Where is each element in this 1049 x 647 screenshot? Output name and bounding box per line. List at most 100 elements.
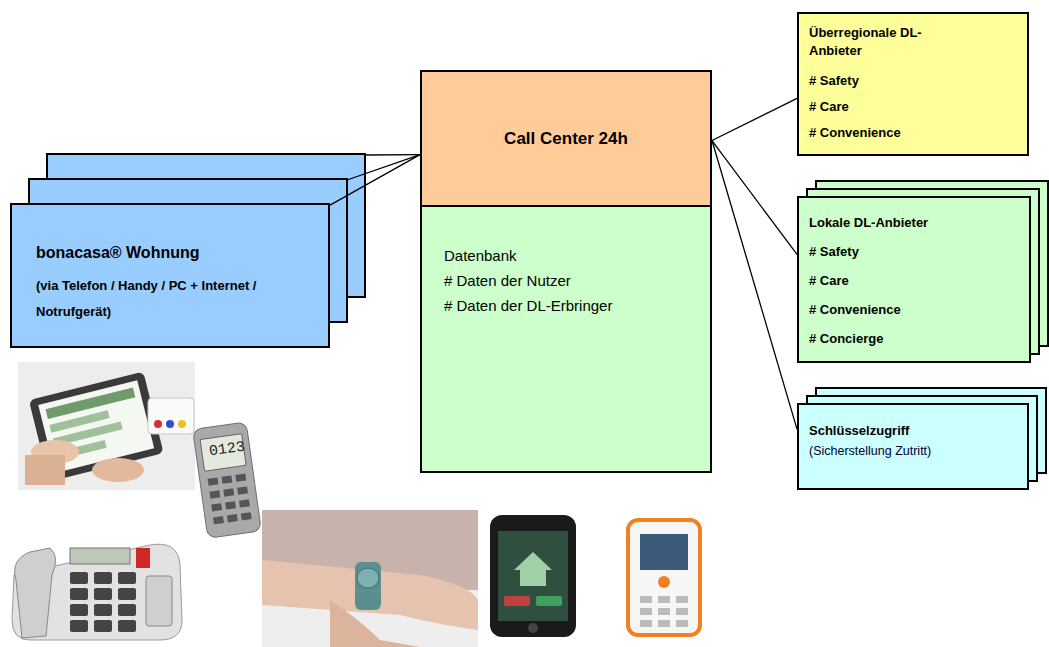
service-box: bonacasa® Wohnung (via Telefon / Handy / … (10, 203, 330, 348)
box-section: Lokale DL-Anbieter# Safety# Care# Conven… (799, 198, 1029, 361)
illustration-part (262, 510, 478, 647)
illustration-part (528, 623, 538, 633)
illustration-part (193, 422, 262, 538)
connector-line (712, 141, 797, 255)
illustration-part (200, 434, 246, 472)
smartphone (490, 515, 576, 637)
illustration-part (118, 620, 136, 632)
connector-line (365, 154, 420, 156)
box-text: Datenbank (444, 243, 698, 268)
illustration-part (70, 572, 88, 584)
service-box: Call Center 24hDatenbank# Daten der Nutz… (420, 70, 712, 473)
box-section: Schlüsselzugriff(Sicherstellung Zutritt) (799, 405, 1027, 469)
illustration-part (262, 560, 478, 630)
illustration-part (658, 608, 670, 615)
illustration-part (355, 562, 381, 610)
connector-line (330, 155, 420, 206)
illustration-part (640, 534, 688, 570)
box-section: Überregionale DL-Anbieter # Safety# Care#… (799, 14, 1027, 154)
box-text: (via Telefon / Handy / PC + Internet / N… (36, 273, 316, 325)
illustration-part (25, 455, 65, 485)
wrist-alarm-photo (262, 510, 478, 647)
illustration-part (148, 398, 194, 434)
illustration-part (178, 420, 186, 428)
illustration-part (223, 488, 234, 496)
box-text: # Daten der Nutzer (444, 268, 698, 293)
illustration-part (237, 486, 248, 494)
box-heading: Call Center 24h (504, 128, 628, 150)
illustration-part (235, 474, 246, 482)
illustration-part (222, 475, 233, 483)
illustration-part (211, 503, 222, 511)
illustration-part (94, 572, 112, 584)
illustration-part (490, 515, 576, 637)
illustration-part (12, 544, 182, 640)
illustration-part (15, 548, 56, 638)
tablet-photo (18, 362, 195, 490)
illustration-part (18, 362, 195, 490)
box-heading: Schlüsselzugriff (809, 421, 1019, 441)
illustration-part (94, 588, 112, 600)
desk-telephone (12, 544, 182, 640)
box-section: bonacasa® Wohnung (via Telefon / Handy / … (12, 205, 328, 335)
box-text: # Care (809, 94, 1019, 120)
illustration-part (136, 548, 150, 568)
illustration-part (146, 576, 172, 626)
illustration-part (70, 620, 88, 632)
illustration-part (94, 604, 112, 616)
box-text: # Convenience (809, 120, 1019, 146)
box-section: Call Center 24h (422, 72, 710, 205)
illustration-part (520, 570, 546, 586)
illustration-part (676, 608, 688, 615)
service-box: Schlüsselzugriff(Sicherstellung Zutritt) (797, 403, 1029, 490)
illustration-part (676, 620, 688, 627)
box-text: # Safety (809, 237, 1021, 266)
illustration-part (92, 458, 144, 482)
box-heading: bonacasa® Wohnung (36, 243, 316, 263)
illustration-part (640, 620, 652, 627)
illustration-part (166, 420, 174, 428)
illustration-part (94, 620, 112, 632)
illustration-part (536, 596, 562, 606)
box-text: # Convenience (809, 295, 1021, 324)
illustration-part (514, 552, 552, 570)
illustration-part (70, 548, 130, 564)
illustration-part (118, 572, 136, 584)
service-box: Überregionale DL-Anbieter # Safety# Care#… (797, 12, 1029, 156)
illustration-part (658, 620, 670, 627)
box-heading: Lokale DL-Anbieter (809, 208, 1021, 237)
illustration-part (628, 520, 700, 635)
service-box: Lokale DL-Anbieter# Safety# Care# Conven… (797, 196, 1031, 363)
illustration-part (640, 608, 652, 615)
box-section: Datenbank# Daten der Nutzer# Daten der D… (422, 205, 710, 471)
box-text: # Concierge (809, 324, 1021, 353)
box-text: # Safety (809, 68, 1019, 94)
illustration-part (504, 596, 530, 606)
illustration-part (213, 516, 224, 524)
illustration-part (70, 588, 88, 600)
illustration-part (46, 388, 136, 419)
illustration-part (676, 596, 688, 603)
illustration-part (70, 604, 88, 616)
box-text: # Daten der DL-Erbringer (444, 293, 698, 318)
senior-mobile-phone (193, 422, 262, 538)
illustration-part (227, 514, 238, 522)
illustration-part (118, 604, 136, 616)
connector-line (712, 98, 797, 140)
illustration-part (658, 596, 670, 603)
illustration-part (658, 576, 670, 588)
box-text: (Sicherstellung Zutritt) (809, 441, 1019, 461)
illustration-part (239, 499, 250, 507)
illustration-part (118, 588, 136, 600)
illustration-part (208, 477, 219, 485)
illustration-part (225, 501, 236, 509)
box-heading: Überregionale DL-Anbieter (809, 24, 924, 60)
mobile-phone (628, 520, 700, 635)
illustration-part (241, 512, 252, 520)
illustration-part (209, 490, 220, 498)
illustration-part (640, 596, 652, 603)
illustration-part (498, 531, 568, 621)
illustration-part (154, 420, 162, 428)
screen-digits: 0123 (208, 439, 246, 461)
